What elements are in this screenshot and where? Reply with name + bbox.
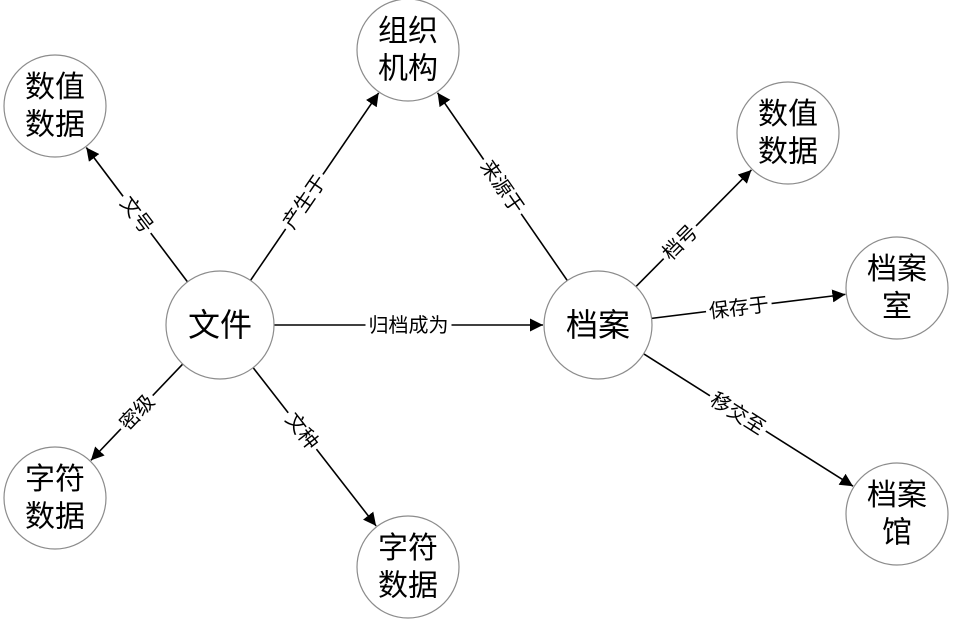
node-label: 文件 xyxy=(188,306,252,344)
edge-wenjian_shuzhi: 文号 xyxy=(85,147,189,283)
node-label: 数据 xyxy=(25,499,85,534)
node-circle xyxy=(543,270,653,380)
node-label: 字符 xyxy=(378,531,438,566)
edge-label-background xyxy=(111,386,163,438)
edge-wenjian_zifu_bottom: 文种 xyxy=(252,367,377,527)
edge-dangan_shuzhi: 档号 xyxy=(635,169,752,288)
node-label: 数值 xyxy=(25,70,85,105)
edge-label: 保存于 xyxy=(708,292,770,323)
edge-label-group: 保存于 xyxy=(704,290,774,325)
node-label: 档案 xyxy=(867,252,927,287)
node-label: 馆 xyxy=(882,515,912,550)
node-label: 数据 xyxy=(758,134,818,169)
edge-label-background xyxy=(472,152,532,222)
node-label: 数值 xyxy=(758,97,818,132)
node-circle xyxy=(356,515,460,619)
edge-label: 移交至 xyxy=(706,387,770,439)
node-label: 档案 xyxy=(566,306,630,344)
node-danganguan: 档案馆 xyxy=(845,462,949,566)
edge-label-background xyxy=(365,312,452,338)
edge-label-group: 归档成为 xyxy=(365,312,452,338)
node-label: 数据 xyxy=(378,568,438,603)
node-circle xyxy=(356,0,460,102)
edge-label-background xyxy=(654,216,706,268)
node-circle xyxy=(845,462,949,566)
edge-label-background xyxy=(274,167,334,237)
node-circle xyxy=(165,270,275,380)
edge-label-background xyxy=(277,404,327,458)
node-circle xyxy=(3,446,107,550)
edge-dangan_zuzhi: 来源于 xyxy=(436,92,568,282)
node-circle xyxy=(845,236,949,340)
edge-label-background xyxy=(703,384,773,443)
edge-label-group: 文种 xyxy=(277,404,327,458)
node-label: 机构 xyxy=(378,51,438,86)
edge-label-group: 移交至 xyxy=(703,384,773,443)
node-circle xyxy=(3,54,107,158)
node-label: 数据 xyxy=(25,107,85,142)
edge-dangan_danganguan: 移交至 xyxy=(643,353,854,487)
node-dangan: 档案 xyxy=(543,270,653,380)
edge-wenjian_dangan: 归档成为 xyxy=(274,312,543,338)
node-label: 室 xyxy=(882,289,912,324)
node-label: 档案 xyxy=(867,478,927,513)
edge-label: 归档成为 xyxy=(369,313,449,337)
edge-label-group: 来源于 xyxy=(472,152,532,222)
edge-label-background xyxy=(704,290,774,325)
node-circle xyxy=(736,81,840,185)
node-label: 组织 xyxy=(378,14,438,49)
edge-label-group: 产生于 xyxy=(274,167,334,237)
edge-wenjian_zifu_left: 密级 xyxy=(90,363,184,461)
edge-label-group: 文号 xyxy=(112,188,162,241)
edge-dangan_danganshi: 保存于 xyxy=(651,289,846,325)
node-wenjian: 文件 xyxy=(165,270,275,380)
node-danganshi: 档案室 xyxy=(845,236,949,340)
node-label: 字符 xyxy=(25,462,85,497)
edge-wenjian_zuzhi: 产生于 xyxy=(249,92,380,281)
edge-label-background xyxy=(112,188,162,241)
